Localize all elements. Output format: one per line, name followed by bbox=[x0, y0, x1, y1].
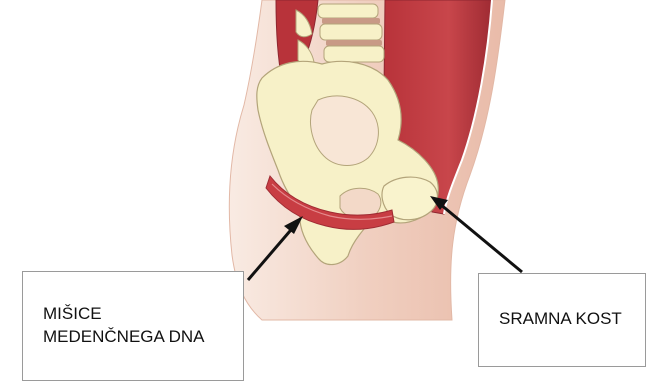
label-pelvic-floor-line-1: MIŠICE bbox=[43, 302, 243, 325]
label-pubic-bone-text: SRAMNA KOST bbox=[499, 307, 645, 330]
label-pelvic-floor-line-2: MEDENČNEGA DNA bbox=[43, 325, 243, 348]
label-pubic-bone: SRAMNA KOST bbox=[478, 273, 646, 367]
label-pelvic-floor-muscles: MIŠICE MEDENČNEGA DNA bbox=[22, 271, 244, 381]
